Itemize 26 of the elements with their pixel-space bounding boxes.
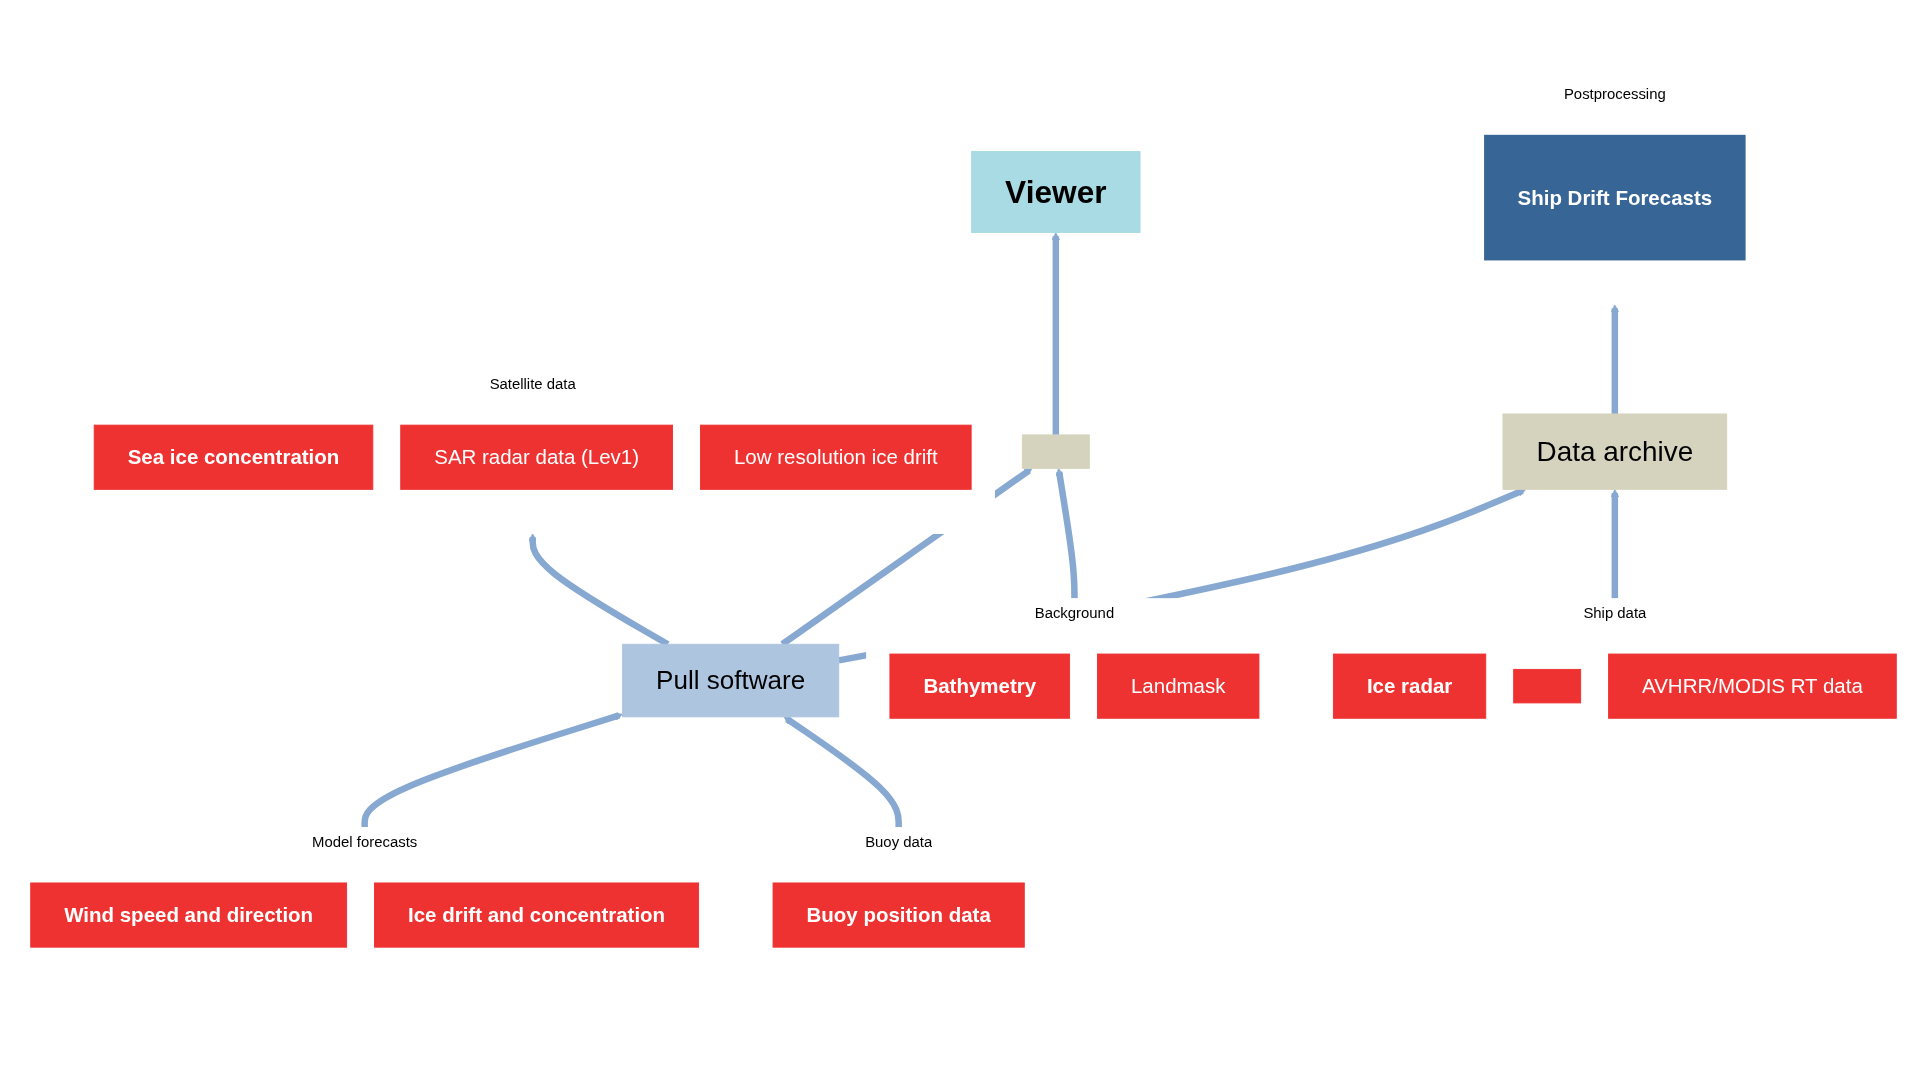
node-text: Ship data bbox=[1583, 604, 1647, 621]
node-text: Postprocessing bbox=[1563, 85, 1666, 102]
node-text: Buoy data bbox=[865, 833, 933, 850]
arrow bbox=[1051, 231, 1060, 435]
node-box: Ice drift and concentration bbox=[374, 882, 700, 948]
node-box bbox=[1021, 434, 1090, 469]
node-box: Pull software bbox=[622, 643, 840, 717]
arrow bbox=[1610, 303, 1619, 414]
node-box: Sea ice concentration bbox=[93, 424, 374, 490]
node-box: Viewer bbox=[971, 150, 1141, 233]
node-box: Low resolution ice drift bbox=[700, 424, 972, 490]
node-box: Buoy position data bbox=[772, 882, 1025, 948]
node-box: Wind speed and direction bbox=[30, 882, 348, 948]
node-box: Bathymetry bbox=[889, 653, 1071, 719]
arrow bbox=[783, 715, 902, 828]
arrow bbox=[1610, 488, 1619, 599]
node-box bbox=[1513, 668, 1582, 703]
node-box: Ship Drift Forecasts bbox=[1484, 134, 1746, 261]
arrow bbox=[1055, 467, 1078, 599]
node-box: Data archive bbox=[1502, 413, 1728, 490]
node-box: AVHRR/MODIS RT data bbox=[1608, 653, 1897, 719]
node-box: Landmask bbox=[1097, 653, 1260, 719]
arrow bbox=[361, 711, 623, 828]
node-box: Ice radar bbox=[1332, 653, 1487, 719]
node-text: Model forecasts bbox=[312, 833, 418, 850]
node-box: SAR radar data (Lev1) bbox=[400, 424, 673, 490]
